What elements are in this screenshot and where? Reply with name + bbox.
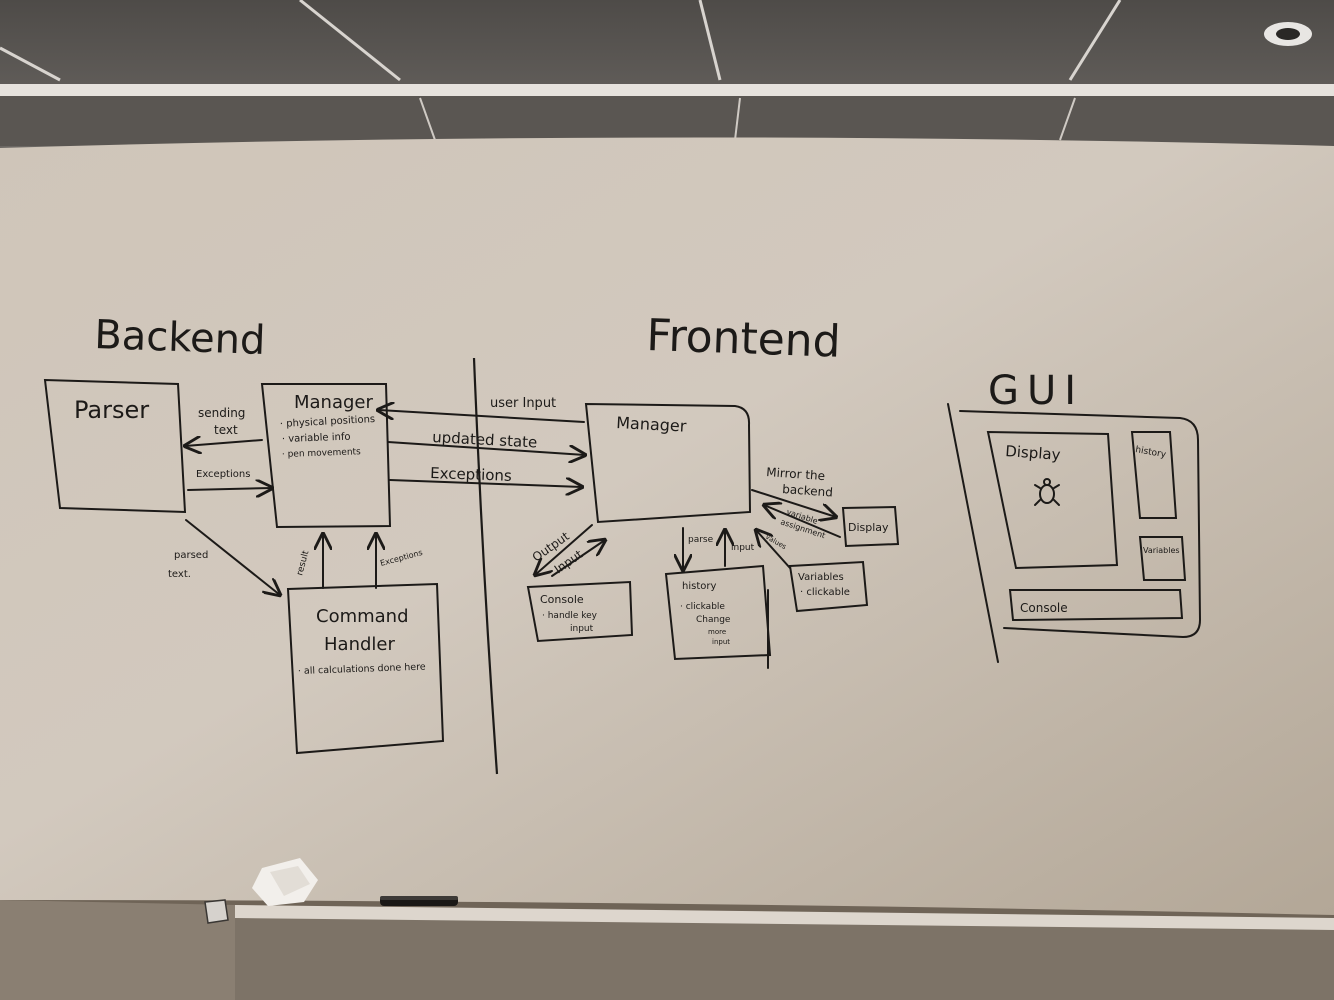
console-note-1: · handle key bbox=[542, 611, 598, 621]
console-box bbox=[526, 580, 634, 643]
gui-display-box bbox=[986, 430, 1119, 570]
values-arrow bbox=[756, 530, 791, 569]
frontend-exceptions-label: Exceptions bbox=[430, 464, 512, 485]
command-handler-label-2: Handler bbox=[324, 634, 395, 655]
variables-box bbox=[788, 560, 869, 613]
history-input-label: input bbox=[731, 543, 755, 553]
console-label: Console bbox=[540, 593, 584, 606]
history-note-2: Change bbox=[696, 615, 731, 625]
backend-manager-label: Manager bbox=[294, 392, 373, 413]
history-box bbox=[664, 564, 772, 661]
gui-window-box bbox=[959, 410, 1202, 639]
gui-console-label: Console bbox=[1020, 601, 1068, 615]
gui-variables-label: Variables bbox=[1143, 546, 1180, 555]
variable-assignment-arrow bbox=[764, 505, 841, 538]
display-box bbox=[841, 505, 900, 548]
parsed-text-arrow bbox=[185, 519, 280, 595]
user-input-label: user Input bbox=[490, 396, 556, 411]
gui-console-box bbox=[1008, 589, 1184, 622]
command-handler-note: · all calculations done here bbox=[298, 662, 426, 677]
backend-exceptions-label: Exceptions bbox=[196, 469, 250, 480]
marker-tray bbox=[0, 858, 1334, 1000]
board-clip bbox=[204, 899, 229, 924]
gui-display-label: Display bbox=[1005, 442, 1062, 464]
backend-heading: Backend bbox=[94, 312, 267, 364]
user-input-arrow bbox=[378, 410, 585, 423]
ceiling bbox=[0, 0, 1334, 150]
updated-state-label: updated state bbox=[432, 428, 538, 451]
history-note-4: input bbox=[712, 638, 730, 646]
gui-heading: GUI bbox=[988, 368, 1084, 414]
display-label: Display bbox=[848, 521, 889, 534]
parsed-text-label-1: parsed bbox=[174, 550, 208, 561]
history-label: history bbox=[682, 581, 716, 592]
marker-pen-icon bbox=[380, 896, 458, 906]
whiteboard-surface bbox=[0, 137, 1334, 915]
backend-manager-note-2: · variable info bbox=[282, 432, 351, 445]
backend-frontend-divider bbox=[472, 357, 499, 775]
frontend-manager-label: Manager bbox=[616, 413, 687, 436]
gui-section bbox=[947, 403, 1202, 663]
gui-history-box bbox=[1130, 431, 1178, 519]
output-arrow bbox=[535, 524, 593, 575]
command-handler-label-1: Command bbox=[316, 606, 409, 627]
backend-manager-note-3: · pen movements bbox=[282, 447, 362, 460]
sprinkler-icon bbox=[1264, 22, 1312, 46]
backend-exceptions-arrow bbox=[187, 488, 272, 490]
console-note-2: input bbox=[570, 624, 594, 634]
parsed-text-label-2: text. bbox=[168, 569, 191, 580]
sending-text-label-2: text bbox=[214, 423, 238, 437]
diagram-text: Backend Parser Manager · physical positi… bbox=[74, 310, 1180, 677]
history-note-3: more bbox=[708, 628, 726, 636]
frontend-heading: Frontend bbox=[646, 310, 842, 368]
command-handler-box bbox=[286, 582, 445, 755]
eraser-tissue bbox=[252, 858, 318, 906]
updated-state-arrow bbox=[387, 441, 585, 455]
backend-section bbox=[43, 378, 445, 755]
mirror-label-2: backend bbox=[782, 482, 834, 500]
parser-box bbox=[43, 378, 187, 514]
frontend-exceptions-arrow bbox=[389, 480, 582, 487]
frontend-section bbox=[378, 402, 900, 669]
sending-text-arrow bbox=[185, 440, 263, 446]
turtle-icon bbox=[1034, 478, 1060, 506]
parser-label: Parser bbox=[74, 396, 149, 424]
backend-manager-note-1: · physical positions bbox=[280, 414, 376, 430]
sending-text-label-1: sending bbox=[198, 406, 245, 420]
input-arrow bbox=[551, 540, 605, 577]
history-note-1: · clickable bbox=[680, 602, 725, 612]
parse-label: parse bbox=[688, 535, 714, 545]
mirror-arrow bbox=[751, 489, 836, 517]
mirror-label-1: Mirror the bbox=[766, 465, 826, 483]
gui-variables-box bbox=[1138, 536, 1187, 581]
frontend-manager-box bbox=[584, 402, 752, 524]
variables-note: · clickable bbox=[800, 587, 850, 598]
variables-label: Variables bbox=[798, 572, 844, 583]
